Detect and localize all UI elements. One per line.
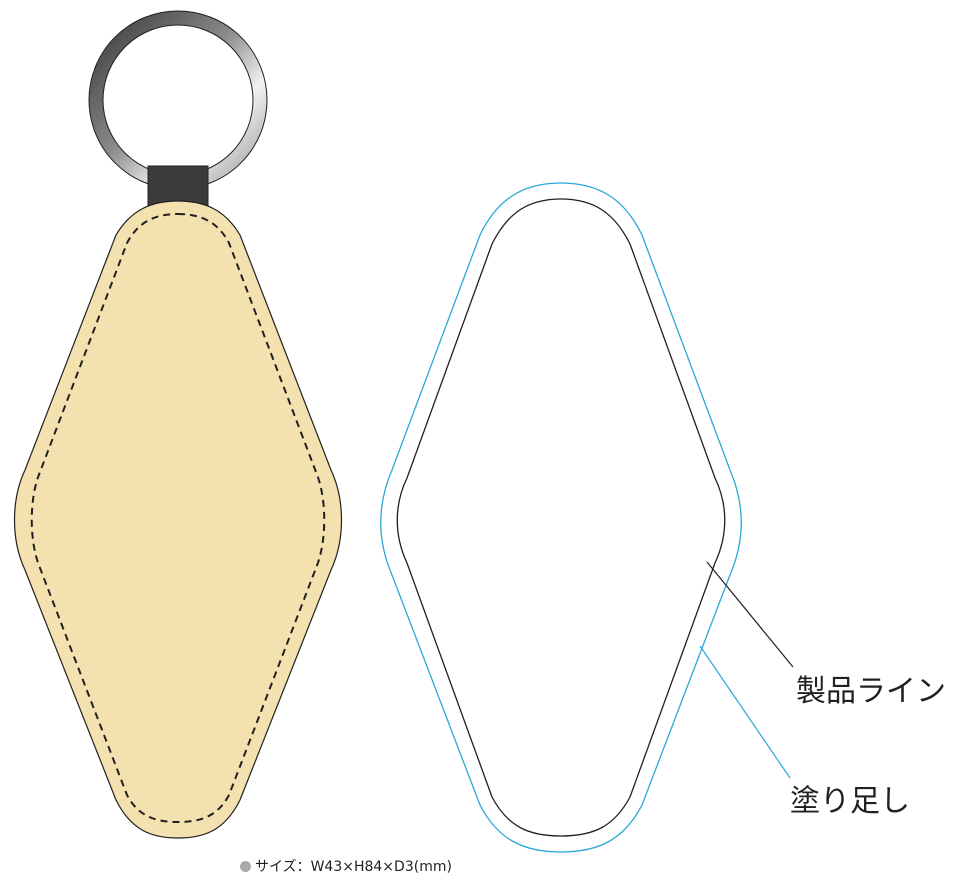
key-ring [88, 10, 268, 190]
bullet-icon [240, 861, 251, 872]
stitch-line [30, 212, 326, 824]
product-outline [396, 198, 726, 837]
strap-tab [147, 165, 209, 207]
product-line-label: 製品ライン [796, 674, 946, 709]
size-caption: サイズ：W43×H84×D3(mm) [240, 860, 452, 874]
size-caption-text: サイズ：W43×H84×D3(mm) [255, 859, 452, 875]
keychain-body [13, 200, 343, 839]
bleed-label: 塗り足し [790, 784, 910, 819]
bleed-leader [699, 645, 791, 779]
product-line-leader [706, 561, 794, 668]
bleed-outline [380, 182, 742, 853]
